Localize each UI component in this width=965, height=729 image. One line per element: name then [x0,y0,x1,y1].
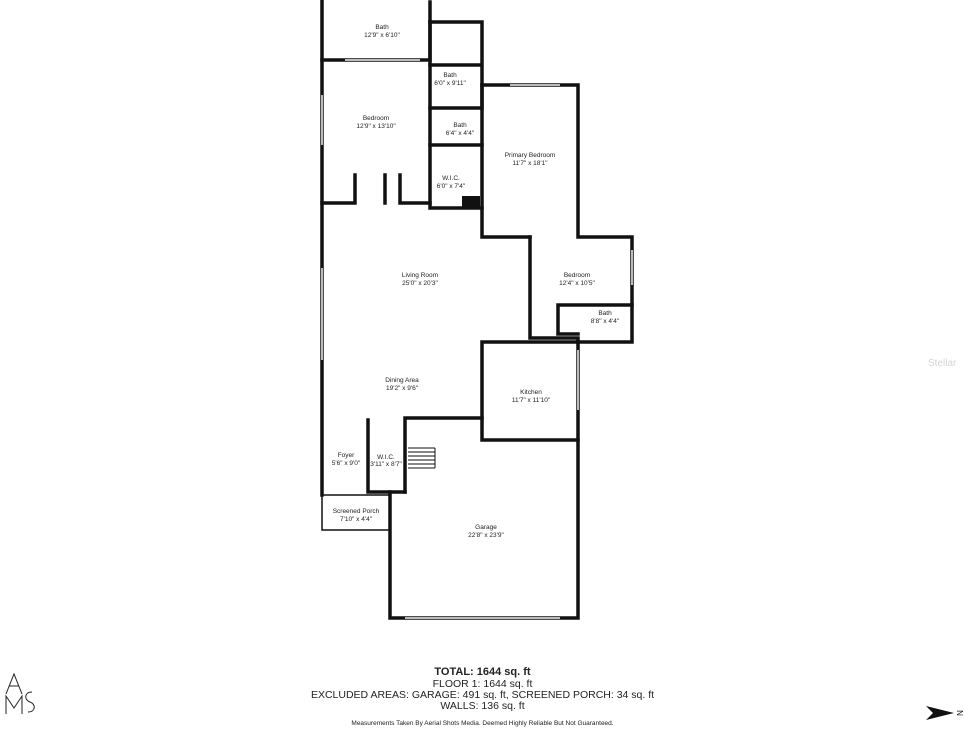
room-name-wic-foyer: W.I.C. [377,454,395,461]
room-dims-screened-porch: 7'10" x 4'4" [340,516,373,523]
excluded-areas: EXCLUDED AREAS: GARAGE: 491 sq. ft, SCRE… [310,689,655,701]
room-dims-garage: 22'8" x 23'9" [468,532,504,539]
room-dims-bath-small: 6'4" x 4'4" [446,130,475,137]
room-dims-wic-foyer: 3'11" x 8'7" [370,461,402,468]
floor1-area: FLOOR 1: 1644 sq. ft [432,678,533,690]
room-name-bath-mid: Bath [443,72,457,79]
room-name-bath-top: Bath [375,24,389,31]
wall-primary-exterior [480,83,634,344]
room-name-dining-area: Dining Area [385,377,419,384]
wall-right-bath [556,303,634,336]
room-name-living-room: Living Room [402,272,438,279]
asm-logo [5,672,35,714]
room-name-wic-primary: W.I.C. [442,175,460,182]
room-name-garage: Garage [475,524,497,531]
room-name-bedroom-left: Bedroom [363,115,389,122]
room-name-screened-porch: Screened Porch [333,508,380,515]
room-name-primary-bedroom: Primary Bedroom [505,152,556,159]
room-name-bedroom-right: Bedroom [564,272,590,279]
stairs [408,447,436,469]
room-dims-bath-top: 12'9" x 6'10" [364,32,400,39]
room-name-foyer: Foyer [338,452,355,459]
screened-porch [321,494,391,531]
room-name-bath-small: Bath [453,122,467,129]
floor-plan: Bath 12'9" x 6'10" Bath 6'0" x 9'11" Bat… [320,0,634,620]
closet-block [462,196,480,208]
room-dims-dining-area: 19'2" x 9'6" [386,385,419,392]
room-dims-bath-right: 8'8" x 4'4" [591,318,620,325]
wall-dining-bottom [403,416,484,494]
compass-label: N [955,710,964,716]
wall-bedroom-bottom [320,173,432,205]
north-arrow-icon: N [926,706,964,720]
room-dims-primary-bedroom: 11'7" x 18'1" [512,160,548,167]
wall-wic-foyer [366,418,407,494]
wall-bedroom-right [480,235,580,442]
disclaimer: Measurements Taken By Aerial Shots Media… [351,720,614,727]
total-area: TOTAL: 1644 sq. ft [434,666,531,678]
wall-mid-bath [428,20,484,147]
walls-area: WALLS: 136 sq. ft [440,700,525,712]
room-dims-kitchen: 11'7" x 11'10" [512,397,551,404]
room-labels: Bath 12'9" x 6'10" Bath 6'0" x 9'11" Bat… [332,24,620,539]
room-dims-living-room: 25'0" x 20'3" [402,280,438,287]
room-dims-bedroom-right: 12'4" x 10'5" [559,280,595,287]
windows [321,59,633,619]
room-dims-bedroom-left: 12'9" x 13'10" [356,123,396,130]
room-dims-foyer: 5'6" x 9'0" [332,460,361,467]
watermark: Stellar [928,358,957,369]
room-dims-bath-mid: 6'0" x 9'11" [434,80,466,87]
wall-primary-inner [480,83,532,239]
room-name-bath-right: Bath [598,310,612,317]
room-name-kitchen: Kitchen [520,389,542,396]
room-dims-wic-primary: 6'0" x 7'4" [437,183,466,190]
